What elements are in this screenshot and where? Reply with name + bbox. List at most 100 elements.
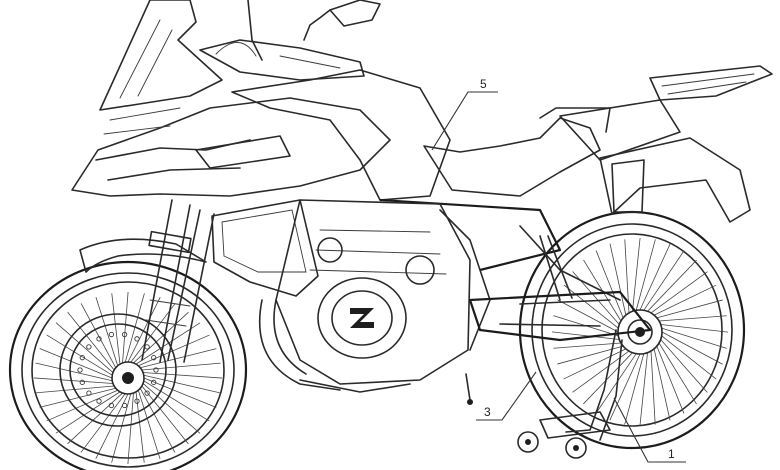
disc-hole bbox=[144, 344, 150, 350]
spoke bbox=[143, 380, 210, 422]
spoke bbox=[67, 392, 123, 445]
spoke bbox=[143, 372, 223, 379]
spoke bbox=[624, 239, 630, 313]
spoke bbox=[80, 303, 117, 368]
spoke bbox=[557, 299, 619, 333]
disc-hole bbox=[153, 367, 159, 373]
spoke bbox=[135, 322, 201, 365]
spoke bbox=[95, 297, 119, 366]
spoke bbox=[143, 374, 221, 394]
spoke bbox=[659, 315, 727, 322]
spoke bbox=[130, 303, 176, 363]
stand-wheel bbox=[565, 437, 587, 459]
spoke bbox=[33, 377, 113, 384]
spoke bbox=[656, 345, 685, 414]
spoke bbox=[553, 342, 621, 349]
disc-hole bbox=[96, 336, 102, 342]
spoke bbox=[609, 243, 627, 316]
spoke bbox=[140, 348, 217, 369]
disc-hole bbox=[86, 344, 92, 350]
logo-mark bbox=[350, 308, 374, 328]
front-fairing bbox=[71, 97, 391, 197]
spoke bbox=[635, 239, 656, 311]
spoke bbox=[647, 259, 697, 312]
spoke bbox=[138, 334, 210, 367]
spoke bbox=[55, 391, 121, 434]
spoke bbox=[67, 311, 115, 371]
spoke bbox=[39, 348, 113, 379]
disc-hole bbox=[121, 402, 128, 409]
disc-hole bbox=[134, 336, 140, 342]
spoke bbox=[111, 393, 132, 463]
spoke bbox=[595, 353, 637, 414]
spoke bbox=[661, 327, 727, 349]
spoke bbox=[141, 385, 189, 445]
disc-hole bbox=[79, 355, 85, 361]
spoke bbox=[111, 293, 121, 365]
disc-hole bbox=[96, 398, 102, 404]
spoke bbox=[650, 271, 708, 314]
disc-hole bbox=[121, 331, 128, 338]
side-stand bbox=[465, 373, 471, 401]
spoke bbox=[563, 348, 627, 380]
spoke bbox=[127, 393, 134, 465]
disc-hole bbox=[77, 367, 83, 373]
spoke bbox=[563, 284, 619, 329]
spoke bbox=[632, 237, 641, 312]
spoke bbox=[583, 352, 633, 405]
spoke bbox=[653, 284, 717, 316]
callout-number-3: 3 bbox=[484, 405, 491, 419]
spoke bbox=[137, 390, 161, 459]
engine bbox=[275, 199, 471, 393]
spoke bbox=[142, 383, 201, 434]
leader-line-1 bbox=[613, 397, 686, 463]
front-brake-disc bbox=[59, 313, 177, 427]
spoke bbox=[80, 393, 126, 453]
spoke bbox=[39, 387, 116, 408]
front-fork bbox=[141, 199, 215, 363]
seat bbox=[423, 117, 601, 197]
spoke bbox=[661, 335, 717, 380]
spoke bbox=[135, 391, 145, 463]
front-fender bbox=[79, 238, 207, 273]
spoke bbox=[595, 250, 624, 319]
windscreen bbox=[99, 0, 223, 111]
spoke bbox=[624, 353, 645, 425]
callout-number-1: 1 bbox=[668, 447, 675, 461]
paddock-stand bbox=[517, 329, 623, 459]
leader-line-3 bbox=[476, 371, 537, 421]
spoke bbox=[46, 389, 118, 422]
disc-hole bbox=[79, 379, 85, 385]
spoke bbox=[139, 388, 176, 453]
spoke bbox=[650, 351, 656, 425]
spoke bbox=[124, 293, 145, 363]
rear-rack bbox=[559, 65, 773, 161]
spoke bbox=[639, 352, 648, 427]
tail-unit bbox=[599, 137, 751, 223]
engine-cover bbox=[317, 277, 407, 359]
fuel-tank bbox=[231, 69, 451, 201]
spoke bbox=[660, 339, 708, 393]
frame bbox=[379, 198, 621, 351]
spoke bbox=[122, 291, 129, 363]
disc-hole bbox=[108, 402, 115, 409]
callout-number-5: 5 bbox=[480, 77, 487, 91]
spoke bbox=[609, 353, 641, 421]
disc-hole bbox=[134, 398, 140, 404]
spoke bbox=[551, 331, 620, 340]
spoke bbox=[653, 348, 671, 421]
spoke bbox=[55, 322, 114, 373]
spoke bbox=[661, 331, 723, 365]
spoke bbox=[639, 243, 671, 311]
spoke bbox=[656, 299, 723, 319]
stand-wheel bbox=[517, 431, 539, 453]
rear-wheel bbox=[518, 210, 746, 450]
front-wheel bbox=[8, 260, 248, 470]
disc-hole bbox=[151, 379, 157, 385]
spoke bbox=[643, 250, 685, 311]
spoke bbox=[141, 362, 221, 371]
rear-hub bbox=[617, 309, 663, 355]
disc-hole bbox=[86, 390, 92, 396]
spoke bbox=[127, 297, 161, 363]
